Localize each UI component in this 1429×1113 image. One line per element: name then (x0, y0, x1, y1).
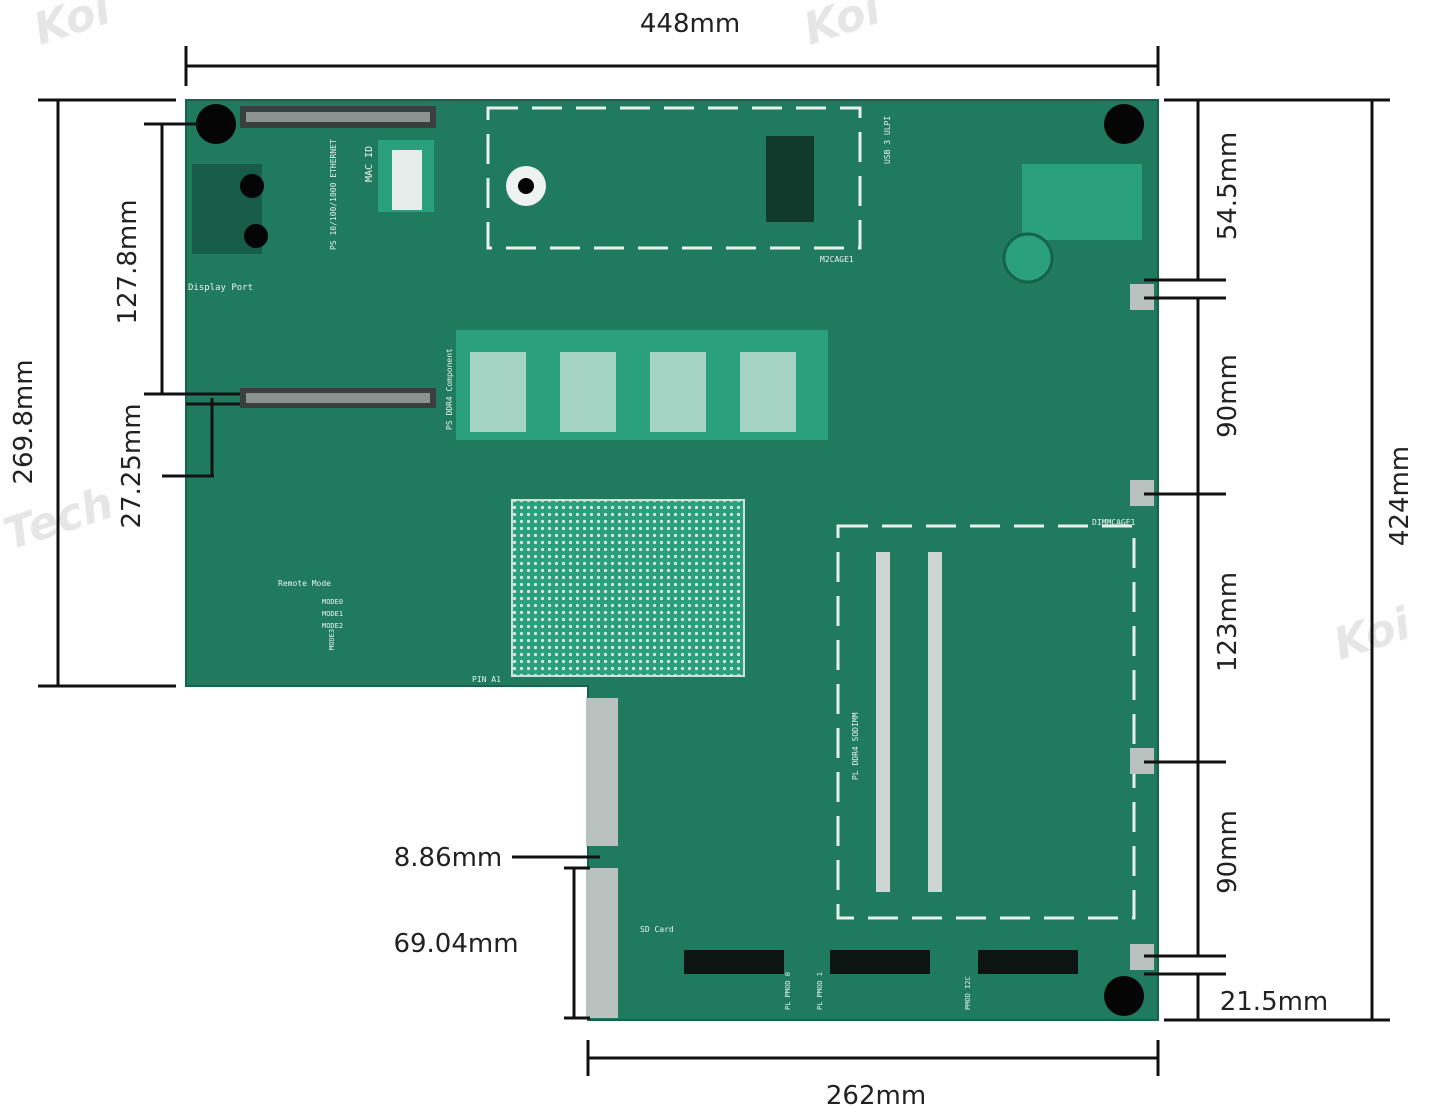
connector-middle-left-pins (246, 393, 430, 403)
dimension-labels: 448mm 262mm 269.8mm 127.8mm 27.25mm 424m… (9, 9, 1415, 1111)
silk-display-port: Display Port (188, 283, 253, 293)
power-connector (1022, 164, 1142, 240)
label-notch-gap: 8.86mm (394, 843, 503, 873)
sodimm-slot-rail-right (928, 552, 942, 892)
watermark-text-3: Tech (0, 477, 120, 560)
label-bottom-width: 262mm (826, 1081, 926, 1111)
ethernet-jack-hole-2 (244, 224, 268, 248)
mounting-hole-top-left (196, 104, 236, 144)
watermark-text-1: Koi (28, 0, 118, 55)
silk-pl-sodimm: PL DDR4 SODIMM (851, 712, 860, 780)
mounting-hole-bottom-right (1104, 976, 1144, 1016)
fmc-connector-lower (586, 868, 618, 1018)
dimm-cage (836, 524, 1136, 920)
pcb-board: MAC ID PS 10/100/1000 ETHERNET Display P… (185, 99, 1159, 1021)
m2-standoff-hole (518, 178, 534, 194)
ethernet-jack-hole-1 (240, 174, 264, 198)
label-left-height: 269.8mm (9, 359, 39, 484)
silk-ethernet: PS 10/100/1000 ETHERNET (329, 139, 338, 250)
m2-cage (486, 106, 862, 250)
silk-remote-mode: Remote Mode (278, 579, 331, 588)
silk-ps-ddr4: PS DDR4 Component (445, 348, 454, 430)
silk-pin-a1: PIN A1 (472, 675, 501, 684)
silk-dimm-cage: DIMMCAGE1 (1092, 518, 1136, 527)
fmc-connector-upper (586, 698, 618, 846)
silk-mac-id: MAC ID (364, 146, 375, 182)
label-notch-connector: 69.04mm (393, 929, 518, 959)
connector-top-left-pins (246, 112, 430, 122)
pmod-header-0 (684, 950, 784, 974)
silk-mode0: MODE0 (322, 598, 343, 606)
ps-ddr4-chip-1 (470, 352, 526, 432)
ps-ddr4-chip-3 (650, 352, 706, 432)
silk-mode1: MODE1 (322, 610, 343, 618)
silk-sd-card: SD Card (640, 925, 674, 934)
label-right-height: 424mm (1385, 446, 1415, 546)
label-left-gap: 27.25mm (117, 403, 147, 528)
silk-m2-cage: M2CAGE1 (820, 255, 854, 264)
watermark-text-2: Koi (798, 0, 888, 55)
silk-pl-pmod1: PL PMOD 1 (816, 972, 824, 1010)
silk-pl-pmod0: PL PMOD 0 (784, 972, 792, 1010)
ps-ddr4-chip-2 (560, 352, 616, 432)
soc-bga-footprint (511, 499, 745, 677)
ps-ddr4-chip-4 (740, 352, 796, 432)
silk-pmod-i2c: PMOD I2C (964, 976, 972, 1010)
label-left-upper: 127.8mm (113, 199, 143, 324)
dimension-lines (38, 46, 1390, 1076)
silk-mode2: MODE2 (322, 622, 343, 630)
label-right-seg1: 90mm (1213, 354, 1243, 438)
pmod-header-i2c (978, 950, 1078, 974)
m2-connector (766, 136, 814, 222)
silk-mode3: MODE3 (328, 629, 336, 650)
label-right-seg3: 90mm (1213, 810, 1243, 894)
power-inductor (1002, 232, 1054, 284)
mac-id-sticker (392, 150, 422, 210)
mounting-hole-top-right (1104, 104, 1144, 144)
label-right-bottom: 21.5mm (1220, 987, 1329, 1017)
silk-usb: USB 3 ULPI (883, 116, 892, 164)
pmod-header-1 (830, 950, 930, 974)
label-right-top: 54.5mm (1213, 132, 1243, 241)
sodimm-slot-rail-left (876, 552, 890, 892)
label-right-seg2: 123mm (1213, 572, 1243, 672)
label-overall-width: 448mm (640, 9, 740, 39)
